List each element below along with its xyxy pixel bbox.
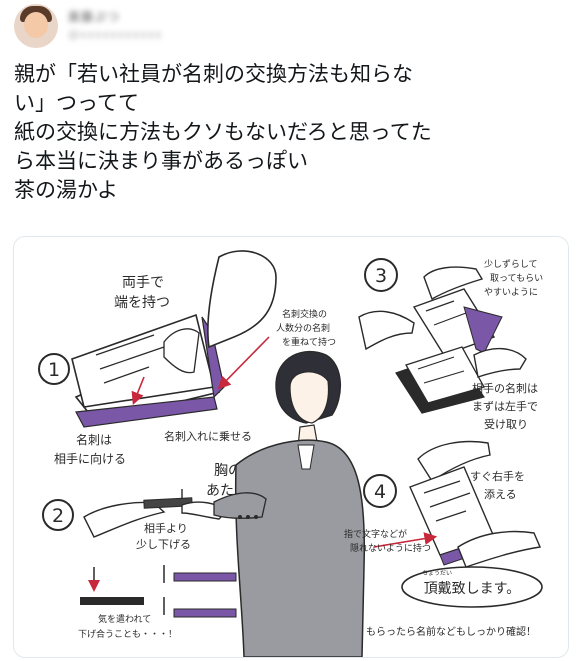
- tweet-line: 紙の交換に方法もクソもないだろと思ってた: [14, 120, 432, 144]
- tweet-line: 親が「若い社員が名刺の交換方法も知らな: [14, 62, 413, 86]
- step4-finger-1: 指で文字などが: [344, 528, 407, 540]
- person-arm: [213, 492, 267, 519]
- step3-number-badge: [364, 258, 398, 292]
- step1-case-purple-edge: [75, 396, 218, 428]
- step3-receive-3: 受け取り: [484, 418, 528, 431]
- step4-drawing: 4 すぐ右手を 添える 指で文字などが 隠れないように持つ ちょうだい 頂戴致し…: [344, 440, 543, 638]
- step1-face-partner-2: 相手に向ける: [54, 451, 126, 466]
- step1-number: 1: [48, 359, 60, 381]
- step4-number: 4: [374, 481, 386, 503]
- step2-mutual-2: 下げ合うことも・・・！: [78, 628, 177, 640]
- author-name[interactable]: 斎藤ぶつ: [68, 10, 121, 24]
- business-card-illustration: 1 両手で 端を持つ 名刺交換の 人数分の名刺 を重ねて持つ 名刺は 相手に向け…: [38, 250, 543, 657]
- step2-case-black: [80, 597, 144, 605]
- step4-check-name: もらったら名前などもしっかり確認！: [366, 625, 536, 638]
- step2-lower-1: 相手より: [144, 521, 188, 535]
- step3-drawing: 3 少しずらして 取ってもらい やすいように 相手の名刺は まずは左手で 受け取…: [358, 258, 543, 431]
- tweet-header: 斎藤ぶつ @xxxxxxxxxxx: [0, 0, 581, 52]
- step2-number: 2: [52, 505, 64, 527]
- tweet-line: ら本当に決まり事があるっぽい: [14, 149, 308, 173]
- person-figure: [213, 350, 366, 657]
- step3-number: 3: [375, 265, 387, 287]
- step2-case-purple-low: [173, 608, 237, 618]
- step3-hand-left: [358, 310, 415, 351]
- step1-face-partner-1: 名刺は: [76, 432, 112, 447]
- step2-mutual-1: 気を遣われて: [98, 613, 151, 625]
- step1-stack-note-2: 人数分の名刺: [276, 322, 330, 334]
- step3-hand-right: [473, 348, 527, 378]
- step4-hand-top: [417, 440, 491, 482]
- step2-lower-2: 少し下げる: [136, 538, 191, 551]
- step3-receive-2: まずは左手で: [472, 399, 538, 413]
- step3-shift-3: やすいように: [484, 287, 538, 298]
- step1-stack-note-1: 名刺交換の: [282, 308, 327, 320]
- person-suit: [234, 439, 366, 657]
- step2-case-purple-top: [173, 572, 237, 582]
- step1-on-case: 名刺入れに乗せる: [164, 429, 252, 443]
- step2-card-case: [143, 497, 193, 509]
- step4-hand-bottom: [457, 530, 541, 568]
- step4-right-hand-1: すぐ右手を: [470, 469, 525, 483]
- step2-number-badge: [42, 499, 74, 531]
- author-avatar[interactable]: [14, 4, 58, 48]
- step4-speech: 頂戴致します。: [424, 581, 521, 597]
- step2-hand-left: [83, 501, 166, 538]
- step3-shift-2: 取ってもらい: [490, 273, 543, 284]
- tweet-line: 茶の湯かよ: [14, 178, 118, 202]
- step4-finger-2: 隠れないように持つ: [350, 542, 431, 554]
- step1-hand-right: [207, 250, 277, 349]
- step3-hand-top: [423, 266, 484, 301]
- step4-right-hand-2: 添える: [484, 487, 517, 501]
- step1-both-hands-2: 端を持つ: [114, 295, 170, 311]
- step1-thumb-left: [163, 328, 200, 374]
- step1-stack-note-3: を重ねて持つ: [282, 336, 336, 348]
- author-handle[interactable]: @xxxxxxxxxxx: [68, 28, 163, 41]
- step1-drawing: 1 両手で 端を持つ 名刺交換の 人数分の名刺 を重ねて持つ 名刺は 相手に向け…: [38, 250, 336, 466]
- tweet-line: い」つってて: [14, 91, 139, 115]
- tweet-text: 親が「若い社員が名刺の交換方法も知らな い」つってて 紙の交換に方法もクソもない…: [14, 60, 569, 205]
- step2-drawing: 2 胸の前 あたりで 相手より 少し下げる 気を遣われて 下げ合うことも・・・！: [42, 462, 262, 640]
- tweet-media-image[interactable]: 1 両手で 端を持つ 名刺交換の 人数分の名刺 を重ねて持つ 名刺は 相手に向け…: [13, 236, 569, 658]
- step1-both-hands-1: 両手で: [122, 275, 164, 291]
- step1-number-badge: [38, 353, 70, 385]
- step4-number-badge: [363, 474, 397, 508]
- avatar-face: [24, 12, 48, 38]
- step4-speech-bubble: [401, 566, 543, 608]
- step3-shift-1: 少しずらして: [484, 259, 538, 270]
- person-face: [289, 371, 330, 424]
- step3-card-bottom: [405, 346, 485, 404]
- step4-speech-ruby: ちょうだい: [422, 570, 452, 577]
- step3-receive-1: 相手の名刺は: [472, 381, 538, 395]
